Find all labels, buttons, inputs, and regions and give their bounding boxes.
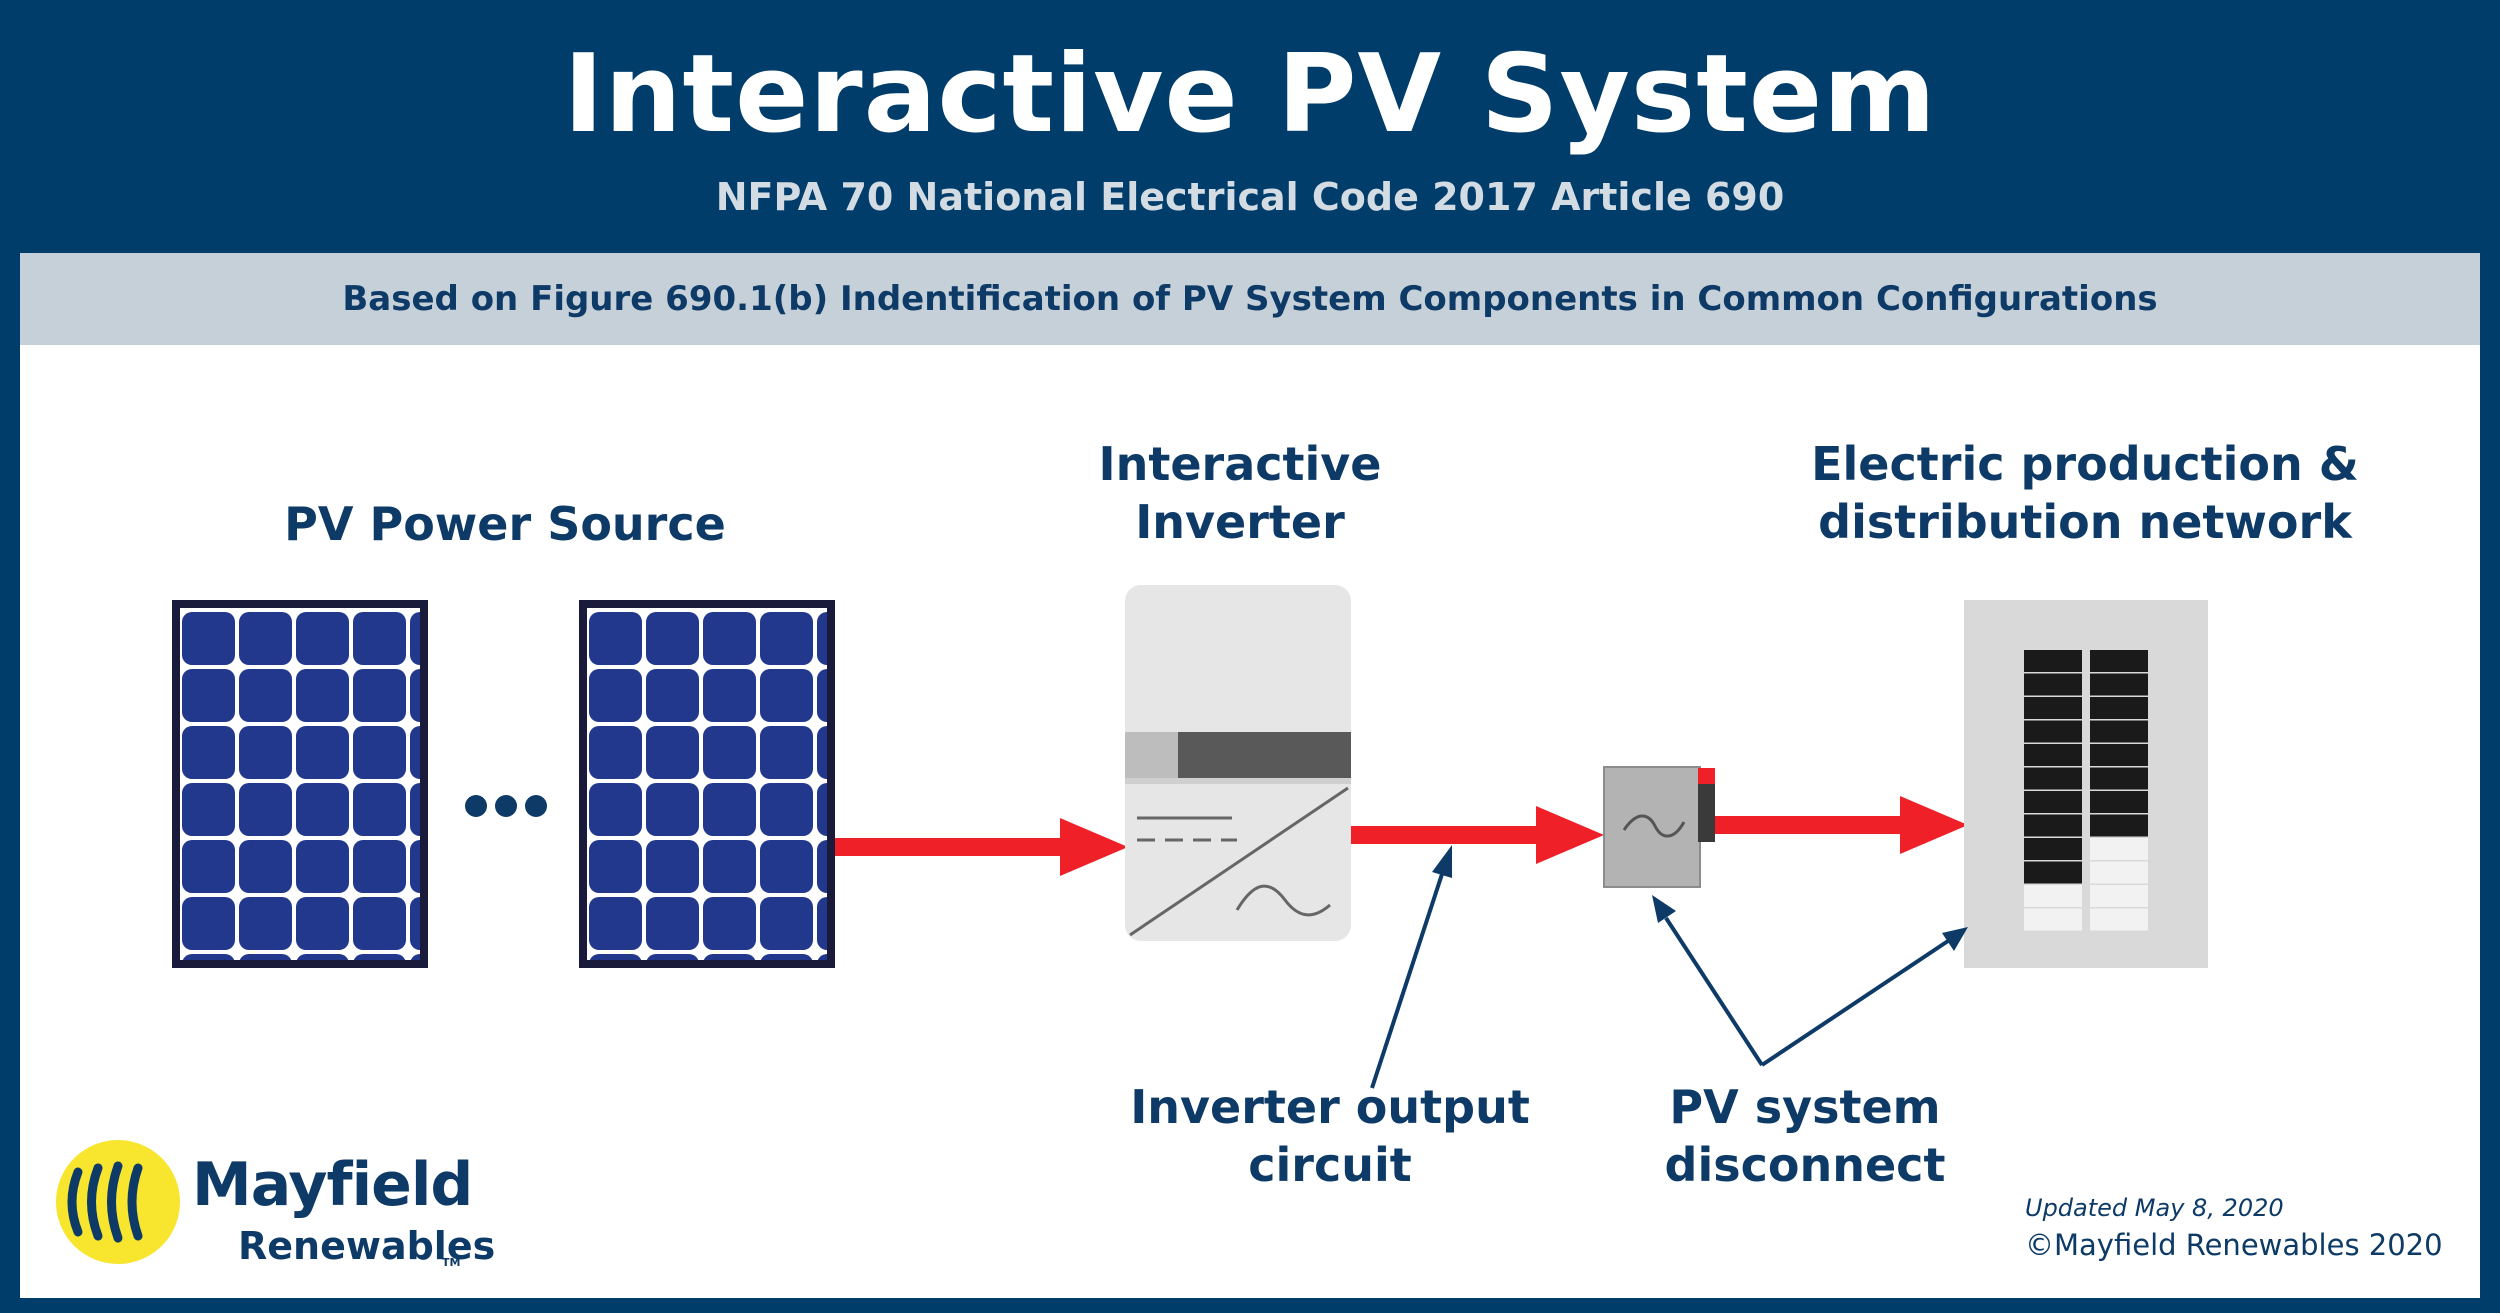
breaker: [2090, 744, 2148, 766]
breaker: [2090, 767, 2148, 790]
breaker: [2024, 697, 2082, 719]
breaker: [2024, 814, 2082, 837]
breaker: [2024, 720, 2082, 743]
breaker: [2024, 673, 2082, 696]
page-title: Interactive PV System: [563, 32, 1937, 157]
output-circuit-line2: circuit: [1248, 1138, 1412, 1192]
disconnect-callout: [1652, 895, 1968, 1067]
breaker: [2024, 838, 2082, 860]
breaker: [2090, 791, 2148, 813]
grid-arrow: [1715, 796, 1968, 854]
breaker: [2024, 861, 2082, 884]
breaker: [2090, 838, 2148, 860]
network-label-line1: Electric production &: [1811, 437, 2359, 491]
pv-source-label: PV Power Source: [230, 495, 780, 553]
copyright-note: ©Mayfield Renewables 2020: [2025, 1228, 2443, 1262]
breaker: [2090, 673, 2148, 696]
solar-panel-1: [172, 600, 428, 968]
dc-arrow: [835, 818, 1128, 876]
mayfield-logo-mark: [56, 1140, 180, 1264]
breaker: [2024, 908, 2082, 931]
inverter-label-line1: Interactive: [1098, 437, 1382, 491]
header: Interactive PV System NFPA 70 National E…: [0, 0, 2500, 253]
breaker: [2024, 744, 2082, 766]
output-circuit-line1: Inverter output: [1130, 1080, 1530, 1134]
panelboard-icon: [1964, 600, 2208, 968]
breaker: [2090, 885, 2148, 907]
breaker: [2024, 791, 2082, 813]
breaker: [2090, 814, 2148, 837]
disconnect-label: PV system disconnect: [1610, 1078, 2000, 1194]
pv-source-text: PV Power Source: [284, 497, 726, 551]
breaker: [2090, 720, 2148, 743]
logo-name-line1: Mayfield: [192, 1150, 473, 1220]
updated-note: Updated May 8, 2020: [2025, 1194, 2284, 1222]
logo-name-line2: Renewables: [238, 1224, 496, 1268]
breaker: [2090, 650, 2148, 672]
inverter-output-arrow: [1351, 806, 1604, 864]
output-circuit-label: Inverter output circuit: [1110, 1078, 1550, 1194]
disconnect-icon: [1603, 766, 1715, 888]
inverter-icon: [1125, 585, 1351, 941]
disconnect-line1: PV system: [1669, 1080, 1941, 1134]
inverter-label-line2: Inverter: [1135, 495, 1345, 549]
breaker: [2024, 650, 2082, 672]
inverter-label: Interactive Inverter: [1040, 435, 1440, 551]
breaker: [2090, 697, 2148, 719]
solar-panel-2: [579, 600, 835, 968]
breaker: [2090, 908, 2148, 931]
ellipsis-dots: [465, 795, 547, 817]
breaker: [2024, 885, 2082, 907]
reference-band-text: Based on Figure 690.1(b) Indentification…: [342, 279, 2158, 319]
output-circuit-callout: [1370, 845, 1452, 1089]
network-label-line2: distribution network: [1818, 495, 2352, 549]
network-label: Electric production & distribution netwo…: [1750, 435, 2420, 551]
page-subtitle: NFPA 70 National Electrical Code 2017 Ar…: [715, 175, 1785, 219]
breaker: [2024, 767, 2082, 790]
breaker: [2090, 861, 2148, 884]
logo-trademark: TM: [442, 1256, 461, 1269]
reference-band: Based on Figure 690.1(b) Indentification…: [20, 253, 2480, 345]
disconnect-line2: disconnect: [1664, 1138, 1946, 1192]
